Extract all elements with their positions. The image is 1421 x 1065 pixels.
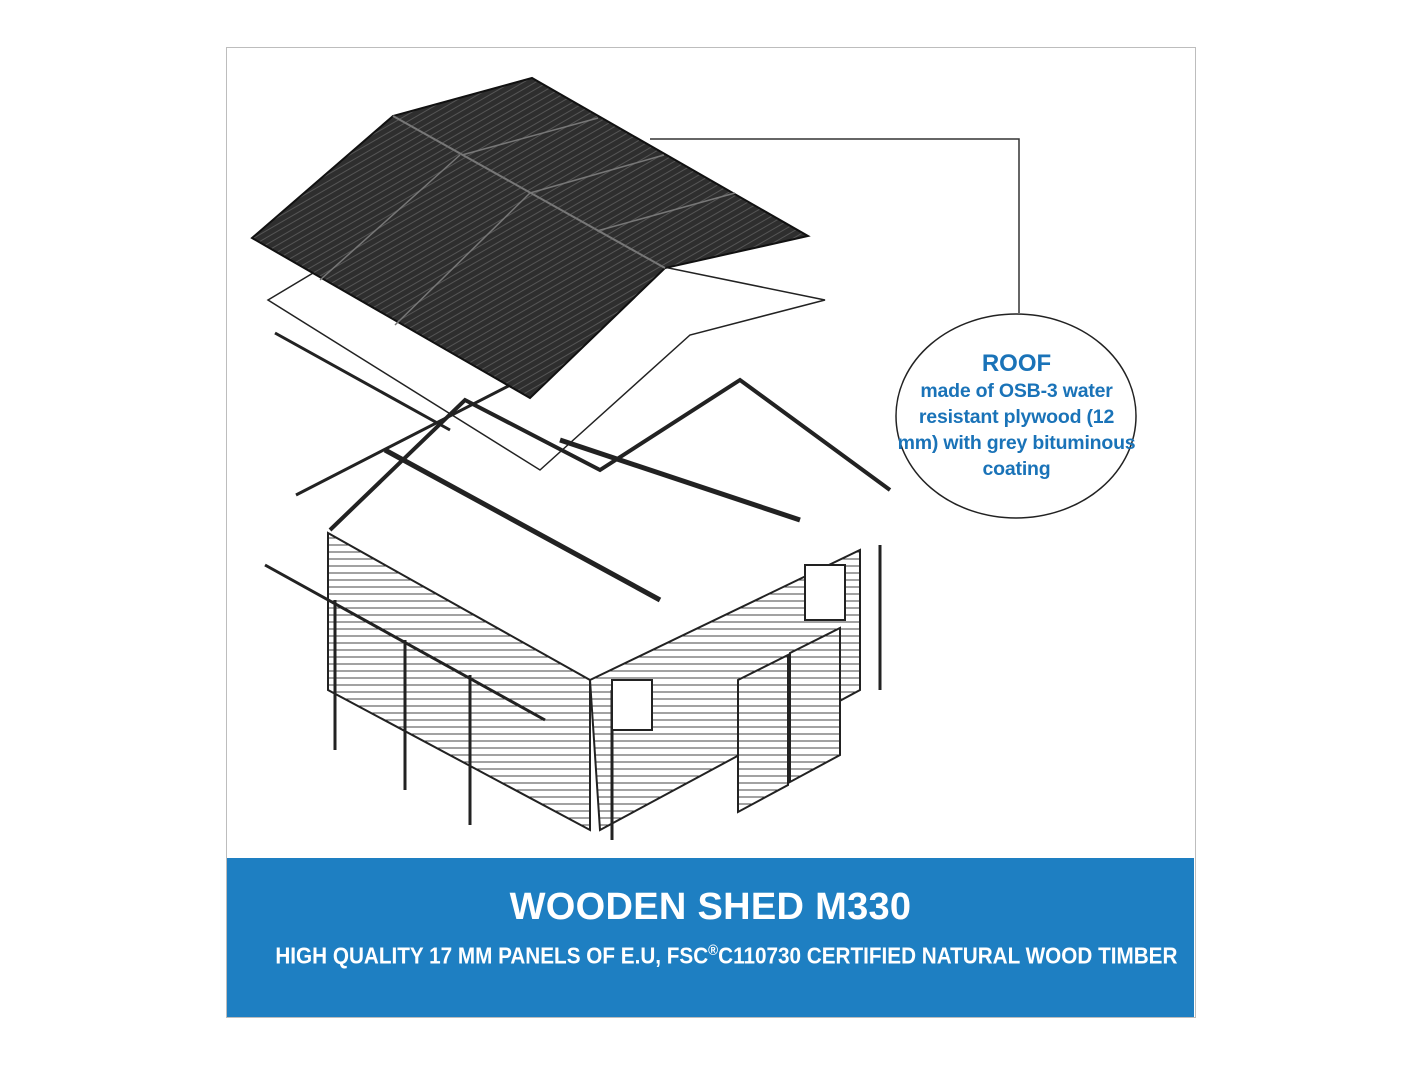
product-banner: WOODEN SHED M330 HIGH QUALITY 17 MM PANE…: [227, 858, 1194, 1017]
window: [611, 679, 653, 731]
product-subtitle: HIGH QUALITY 17 MM PANELS OF E.U, FSC®C1…: [275, 942, 1177, 970]
door-left: [737, 653, 789, 814]
subtitle-part: HIGH QUALITY 17 MM PANELS OF E.U, FSC: [275, 942, 709, 969]
roof-callout: ROOF made of OSB-3 water resistant plywo…: [896, 314, 1137, 518]
window: [804, 564, 846, 621]
subtitle-part: C110730 CERTIFIED NATURAL WOOD TIMBER: [718, 942, 1178, 969]
right-wall: [588, 548, 861, 832]
registered-mark: ®: [708, 942, 719, 959]
callout-title: ROOF: [981, 350, 1052, 377]
callout-description: made of OSB-3 water resistant plywood (1…: [897, 380, 1136, 480]
callout-leader-line: [650, 138, 1020, 313]
product-title: WOODEN SHED M330: [509, 886, 912, 928]
callout-bubble: [895, 313, 1137, 519]
door-right: [789, 626, 841, 784]
left-wall: [327, 531, 591, 832]
roof-panels: [250, 76, 811, 400]
